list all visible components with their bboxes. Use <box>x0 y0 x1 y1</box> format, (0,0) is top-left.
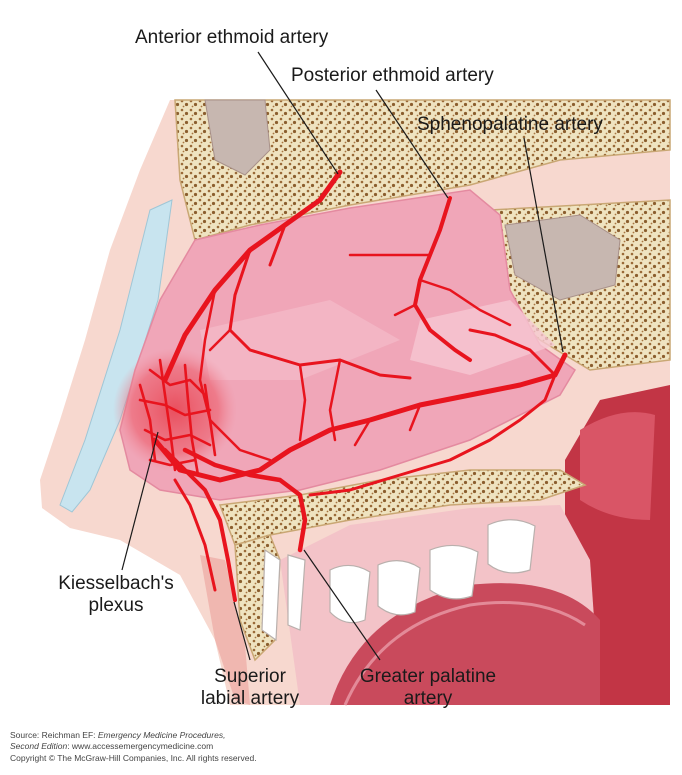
tooth <box>330 565 370 622</box>
label-superior-labial-artery: Superior labial artery <box>180 666 320 710</box>
tooth <box>430 545 478 598</box>
source-title-line1: Emergency Medicine Procedures, <box>98 730 226 740</box>
tooth <box>488 520 535 573</box>
source-url: : www.accessemergencymedicine.com <box>67 741 213 751</box>
source-copyright: Copyright © The McGraw-Hill Companies, I… <box>10 753 257 764</box>
label-kiesselbachs-plexus: Kiesselbach's plexus <box>30 573 202 617</box>
label-anterior-ethmoid-artery: Anterior ethmoid artery <box>135 27 328 49</box>
label-superior-labial-line2: labial artery <box>180 688 320 710</box>
source-title-line2: Second Edition <box>10 741 67 751</box>
source-credit-line2: Second Edition: www.accessemergencymedic… <box>10 741 213 752</box>
label-kiesselbachs-line1: Kiesselbach's <box>30 573 202 595</box>
label-sphenopalatine-artery: Sphenopalatine artery <box>417 114 603 136</box>
tooth <box>378 561 420 615</box>
label-posterior-ethmoid-artery: Posterior ethmoid artery <box>291 65 494 87</box>
label-kiesselbachs-line2: plexus <box>30 595 202 617</box>
source-prefix: Source: Reichman EF: <box>10 730 98 740</box>
label-superior-labial-line1: Superior <box>180 666 320 688</box>
label-greater-palatine-line2: artery <box>328 688 528 710</box>
label-greater-palatine-artery: Greater palatine artery <box>328 666 528 710</box>
source-credit-line1: Source: Reichman EF: Emergency Medicine … <box>10 730 225 741</box>
label-greater-palatine-line1: Greater palatine <box>328 666 528 688</box>
